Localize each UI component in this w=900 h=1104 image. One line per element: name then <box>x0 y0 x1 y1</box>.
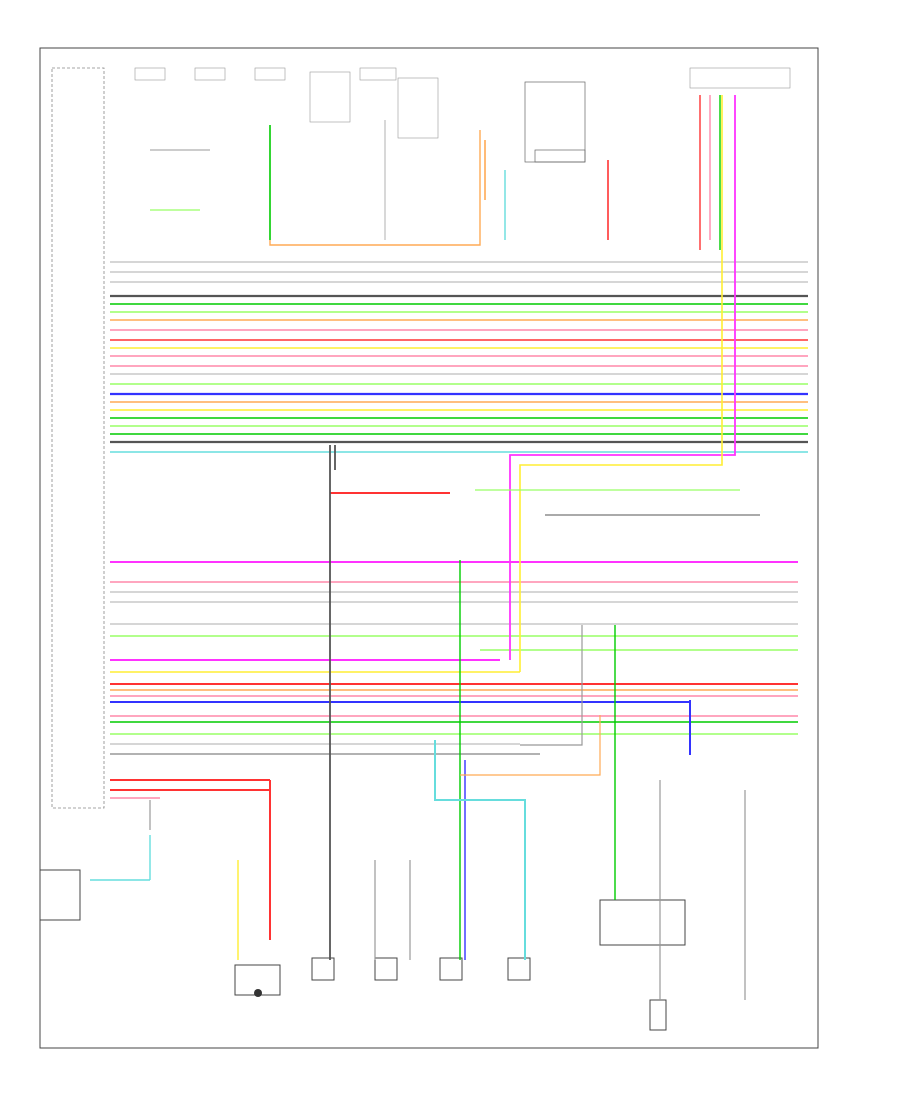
vertical-wire <box>519 95 723 672</box>
right-rear-switch-box <box>507 957 531 981</box>
diagram-border <box>39 47 819 1049</box>
left-rear-switch-box <box>439 957 463 981</box>
solenoid-icon <box>254 989 262 997</box>
control-module-box <box>51 67 105 809</box>
top-component-6 <box>397 77 439 139</box>
fuse-box-bottom <box>649 999 667 1031</box>
vertical-wire <box>509 95 736 660</box>
vertical-wire <box>520 625 583 746</box>
meter-ecu-box <box>534 149 586 163</box>
top-component-5 <box>359 67 397 81</box>
top-component-3 <box>254 67 286 81</box>
vertical-wire <box>434 740 526 960</box>
right-front-switch-box <box>374 957 398 981</box>
wire-harness <box>90 95 808 1000</box>
relay-module-box <box>599 899 686 946</box>
top-component-4 <box>309 71 351 123</box>
left-bottom-component <box>39 869 81 921</box>
bottom-switches <box>39 869 686 1031</box>
top-component-1 <box>134 67 166 81</box>
left-front-switch-box <box>311 957 335 981</box>
top-components <box>134 67 791 163</box>
vertical-wire <box>269 130 481 246</box>
vertical-wire <box>460 715 601 776</box>
top-right-component <box>689 67 791 89</box>
top-component-2 <box>194 67 226 81</box>
